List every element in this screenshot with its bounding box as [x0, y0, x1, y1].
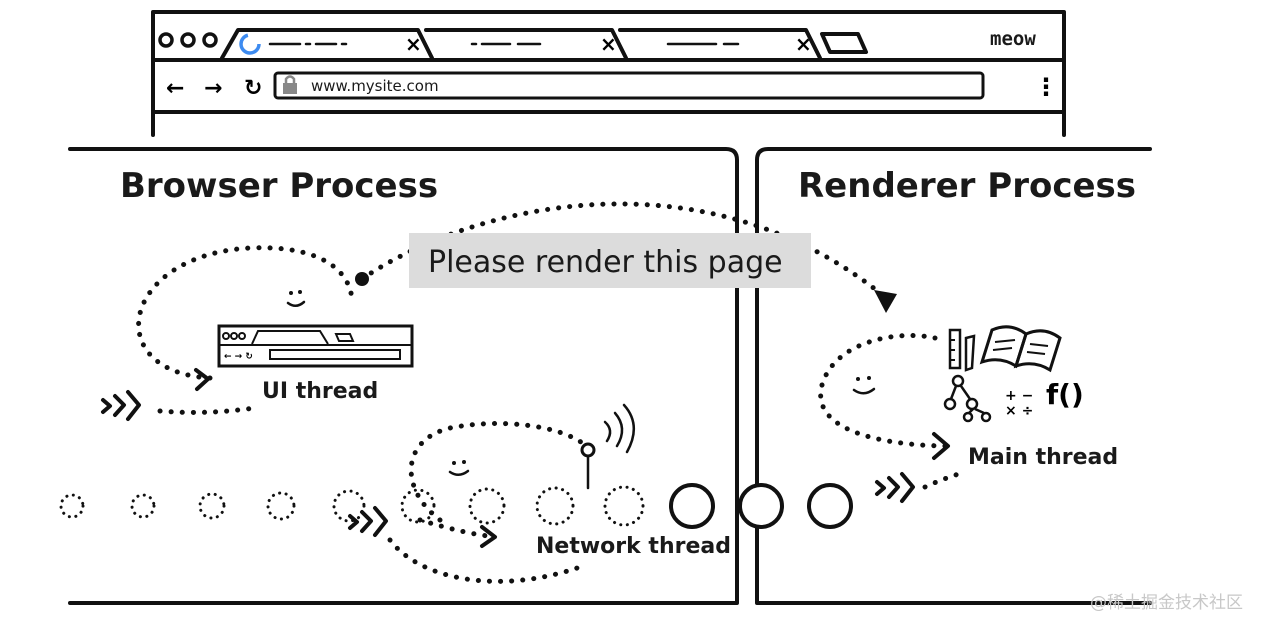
browser-process-panel: Browser Process: [68, 147, 739, 605]
network-thread-face-icon: [448, 460, 470, 476]
browser-window: × × × meow ← → ↻ www.mysi: [151, 10, 1066, 137]
ui-thread-label: UI thread: [262, 379, 378, 404]
window-controls-icon: [158, 32, 218, 48]
reload-icon[interactable]: ↻: [244, 76, 262, 101]
lock-icon: [283, 75, 297, 94]
tree-diagram-icon: [943, 374, 992, 423]
address-bar[interactable]: www.mysite.com: [273, 71, 985, 100]
network-thread-label: Network thread: [536, 534, 731, 559]
tab-close-icon[interactable]: ×: [795, 32, 812, 56]
chevron-arrows-icon: [875, 472, 915, 503]
math-operators-icon: + − × ÷: [1005, 388, 1033, 419]
back-arrow-icon[interactable]: ←: [166, 76, 184, 101]
url-text: www.mysite.com: [311, 77, 439, 95]
message-arrow: [355, 201, 897, 313]
mini-browser-icon: ← → ↻: [217, 324, 414, 368]
ruler-pencil-icon: [948, 328, 976, 372]
watermark: @稀土掘金技术社区: [1090, 593, 1243, 613]
browser-brand: meow: [990, 28, 1036, 50]
tab-2[interactable]: ×: [424, 28, 628, 60]
svg-text:+ −: + −: [1005, 388, 1033, 404]
function-icon: f(): [1046, 378, 1084, 411]
tab-3[interactable]: ×: [618, 28, 822, 60]
antenna-icon: [580, 403, 635, 490]
svg-text:× ÷: × ÷: [1005, 403, 1033, 419]
message-text: Please render this page: [428, 245, 783, 280]
ui-thread-face-icon: [286, 290, 306, 307]
chevron-arrows-icon: [101, 390, 141, 421]
forward-arrow-icon[interactable]: →: [204, 76, 222, 101]
network-thread: Network thread: [348, 403, 731, 584]
data-stream: [59, 483, 853, 529]
book-icon: [979, 325, 1062, 373]
loading-spinner-icon: [239, 33, 261, 55]
tab-close-icon[interactable]: ×: [600, 32, 617, 56]
svg-text:← → ↻: ← → ↻: [224, 352, 253, 362]
browser-process-title: Browser Process: [120, 166, 438, 206]
menu-icon[interactable]: ⋮: [1034, 73, 1058, 101]
ui-thread: ← → ↻ UI thread: [101, 245, 414, 421]
tab-1[interactable]: ×: [220, 28, 434, 60]
message-label: Please render this page: [409, 233, 811, 288]
tab-close-icon[interactable]: ×: [405, 32, 422, 56]
renderer-process-title: Renderer Process: [798, 166, 1136, 206]
chevron-arrows-icon: [348, 506, 388, 537]
new-tab-button[interactable]: [820, 32, 868, 54]
renderer-process-panel: Renderer Process: [755, 147, 1152, 605]
main-thread-label: Main thread: [968, 445, 1118, 470]
main-thread: + − × ÷ f() Main thread: [818, 325, 1118, 503]
main-thread-face-icon: [852, 376, 876, 395]
